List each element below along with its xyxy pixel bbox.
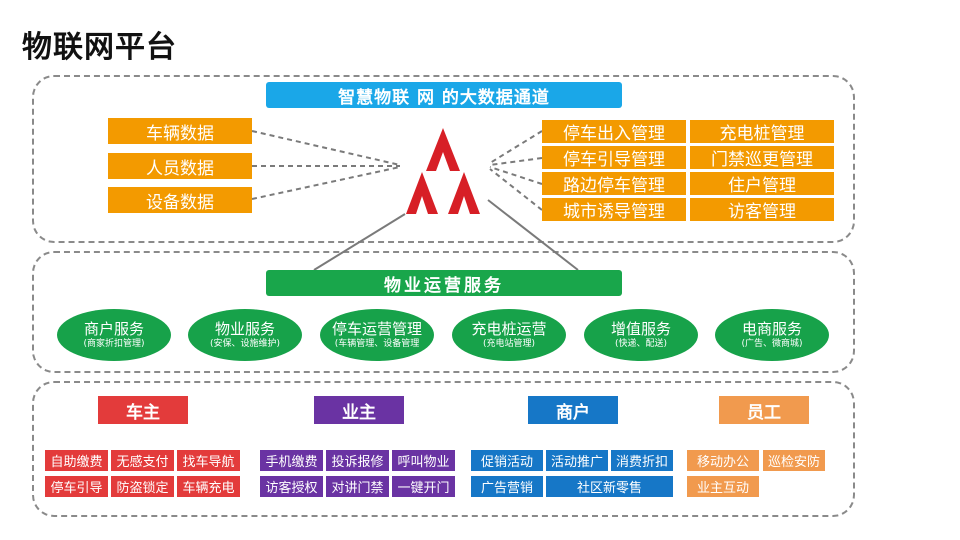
service-subtitle: (广告、微商城) [741,339,803,349]
app-parking-entry: 停车出入管理 [542,120,686,144]
tag-find-car: 找车导航 [177,450,240,471]
service-title: 物业服务 [214,320,275,338]
tag-intercom: 对讲门禁 [326,476,389,497]
tag-mobile-office: 移动办公 [687,450,759,471]
app-charging-pile: 充电桩管理 [690,120,834,144]
service-charging-operation: 充电桩运营 (充电站管理) [452,309,566,361]
tag-vehicle-charging: 车辆充电 [177,476,240,497]
service-subtitle: (快递、配送) [614,339,668,349]
app-parking-guidance: 停车引导管理 [542,146,686,170]
tag-complaint-repair: 投诉报修 [326,450,389,471]
tag-patrol-security: 巡检安防 [763,450,825,471]
service-parking-operation: 停车运营管理 (车辆管理、设备管理 [320,309,434,361]
application-grid: 停车出入管理 充电桩管理 停车引导管理 门禁巡更管理 路边停车管理 住户管理 城… [542,120,834,222]
role-staff: 员工 [719,396,809,424]
service-title: 商户服务 [83,320,144,338]
service-title: 停车运营管理 [331,320,422,338]
service-ecommerce: 电商服务 (广告、微商城) [715,309,829,361]
app-roadside-parking: 路边停车管理 [542,172,686,196]
service-value-added: 增值服务 (快递、配送) [584,309,698,361]
tag-activity-promo: 活动推广 [546,450,608,471]
tag-visitor-auth: 访客授权 [260,476,323,497]
tag-one-key-open: 一键开门 [392,476,455,497]
property-services-banner: 物业运营服务 [266,270,622,296]
app-city-guidance: 城市诱导管理 [542,198,686,222]
source-vehicle-data: 车辆数据 [108,118,252,144]
source-device-data: 设备数据 [108,187,252,213]
page-title: 物联网平台 [22,30,177,65]
app-access-patrol: 门禁巡更管理 [690,146,834,170]
data-channel-banner: 智慧物联 网 的大数据通道 [266,82,622,108]
role-merchant: 商户 [528,396,618,424]
app-visitor: 访客管理 [690,198,834,222]
property-services-section [32,251,855,373]
service-merchant: 商户服务 (商家折扣管理) [57,309,171,361]
tag-anti-theft: 防盗锁定 [111,476,174,497]
tag-owner-interaction: 业主互动 [687,476,759,497]
service-subtitle: (车辆管理、设备管理 [334,339,420,349]
tag-call-property: 呼叫物业 [392,450,455,471]
triple-a-logo-icon [406,128,480,214]
user-roles-section [32,381,855,517]
role-car-owner: 车主 [98,396,188,424]
tag-self-payment: 自助缴费 [45,450,108,471]
app-resident: 住户管理 [690,172,834,196]
service-subtitle: (安保、设施维护) [209,339,281,349]
tag-promotion: 促销活动 [471,450,543,471]
tag-seamless-pay: 无感支付 [111,450,174,471]
service-subtitle: (商家折扣管理) [83,339,145,349]
service-subtitle: (充电站管理) [482,339,536,349]
tag-consumer-discount: 消费折扣 [611,450,673,471]
tag-ad-marketing: 广告营销 [471,476,543,497]
role-resident: 业主 [314,396,404,424]
tag-parking-guide: 停车引导 [45,476,108,497]
service-title: 电商服务 [741,320,802,338]
source-person-data: 人员数据 [108,153,252,179]
service-title: 增值服务 [610,320,671,338]
data-channel-section [32,75,855,243]
service-title: 充电桩运营 [471,320,547,338]
tag-community-retail: 社区新零售 [546,476,673,497]
service-property: 物业服务 (安保、设施维护) [188,309,302,361]
tag-mobile-payment: 手机缴费 [260,450,323,471]
